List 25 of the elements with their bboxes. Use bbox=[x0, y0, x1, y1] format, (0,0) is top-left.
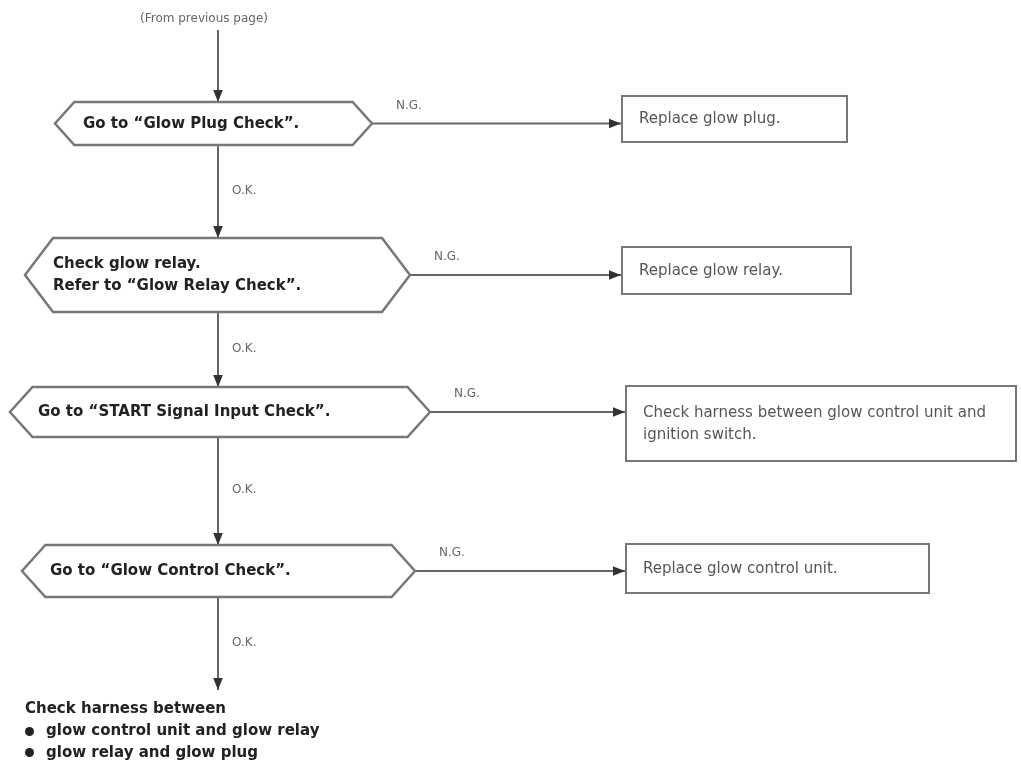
action-box: Replace glow relay. bbox=[621, 246, 852, 295]
arrow bbox=[429, 407, 626, 417]
action-box: Replace glow control unit. bbox=[625, 543, 930, 594]
action-box: Check harness between glow control unit and ignition switch. bbox=[625, 385, 1017, 462]
edge-label: N.G. bbox=[437, 545, 467, 559]
edge-label: N.G. bbox=[452, 386, 482, 400]
edge-label: N.G. bbox=[432, 249, 462, 263]
note-text: (From previous page) bbox=[140, 10, 269, 28]
list-item: glow control unit and glow relay bbox=[46, 720, 320, 742]
process-hexagon: Go to “START Signal Input Check”. bbox=[10, 387, 430, 437]
arrow bbox=[414, 566, 626, 576]
arrow bbox=[371, 118, 622, 129]
edge-label: O.K. bbox=[230, 182, 259, 197]
edge-label: O.K. bbox=[230, 482, 259, 496]
process-hexagon: Go to “Glow Plug Check”. bbox=[55, 102, 372, 145]
result-text: Check harness between bbox=[25, 698, 228, 720]
process-hexagon: Check glow relay. Refer to “Glow Relay Check”. bbox=[25, 238, 410, 312]
edge-label: N.G. bbox=[394, 97, 424, 112]
process-hexagon: Go to “Glow Control Check”. bbox=[22, 545, 415, 597]
edge-label: O.K. bbox=[230, 340, 259, 355]
edge-label: O.K. bbox=[230, 634, 259, 649]
arrow bbox=[409, 270, 622, 280]
list-item: glow relay and glow plug bbox=[46, 741, 258, 763]
action-box: Replace glow plug. bbox=[621, 95, 848, 143]
arrow bbox=[213, 29, 223, 103]
